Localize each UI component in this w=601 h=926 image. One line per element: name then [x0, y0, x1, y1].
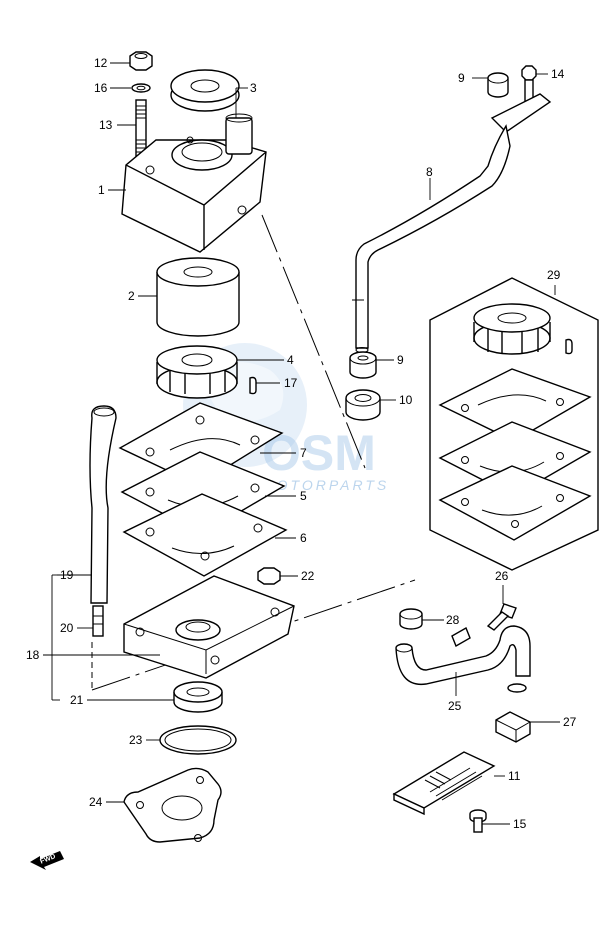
callout-7: 7	[300, 446, 307, 460]
callout-19: 19	[60, 568, 74, 582]
callout-14: 14	[551, 67, 565, 81]
part-grommet-9	[349, 351, 377, 379]
fwd-arrow-icon: FWD	[30, 851, 64, 870]
part-key-17	[249, 376, 257, 395]
callout-13: 13	[99, 118, 113, 132]
part-bushing-10	[345, 389, 381, 421]
callout-28: 28	[446, 613, 460, 627]
callout-23: 23	[129, 733, 143, 747]
callout-21: 21	[70, 693, 84, 707]
callout-16: 16	[94, 81, 108, 95]
part-seal-3	[170, 69, 240, 112]
part-screw-14	[521, 65, 537, 103]
part-gasket-24	[123, 767, 222, 843]
part-screw-15	[469, 809, 487, 833]
part-housing-18	[123, 575, 295, 679]
callout-3: 3	[250, 81, 257, 95]
part-pump-case-1	[121, 113, 267, 253]
part-pipe-8	[352, 93, 552, 353]
callout-24: 24	[89, 795, 103, 809]
part-nut-12	[129, 51, 153, 71]
part-strainer-11	[392, 751, 496, 816]
callout-8: 8	[426, 165, 433, 179]
callout-25: 25	[448, 699, 462, 713]
callout-1: 1	[98, 183, 105, 197]
callout-29: 29	[547, 268, 561, 282]
part-liner-2	[156, 257, 240, 337]
callout-6: 6	[300, 531, 307, 545]
callout-17: 17	[284, 376, 298, 390]
kit-impeller	[473, 303, 573, 355]
part-elbow-pipe-25	[395, 625, 531, 693]
kit-gasket-lower	[438, 465, 592, 541]
callout-9-top: 9	[458, 71, 465, 85]
callout-18: 18	[26, 648, 40, 662]
part-bolt-26	[486, 603, 517, 631]
callout-12: 12	[94, 56, 108, 70]
callout-15: 15	[513, 817, 527, 831]
part-o-ring-23	[159, 725, 237, 755]
leader-lines	[43, 62, 560, 825]
callout-26: 26	[495, 569, 509, 583]
part-seal-21	[173, 681, 223, 713]
watermark-tagline: MOTORPARTS	[262, 477, 389, 493]
part-kit-29	[429, 277, 599, 571]
callout-22: 22	[301, 569, 315, 583]
part-gasket-6	[122, 493, 288, 577]
callout-9-mid: 9	[397, 353, 404, 367]
part-grommet-27	[495, 711, 531, 743]
callout-11: 11	[508, 769, 521, 783]
part-washer-16	[131, 83, 151, 93]
part-plug-9	[487, 72, 509, 98]
callout-labels: 12 16 13 1 2 3 4 17 7 5 6 22 19 20 18 21…	[26, 56, 577, 831]
callout-2: 2	[128, 289, 135, 303]
part-nut-22	[257, 567, 281, 585]
callout-27: 27	[563, 715, 577, 729]
callout-20: 20	[60, 621, 74, 635]
part-water-tube-19	[89, 405, 117, 604]
callout-4: 4	[287, 353, 294, 367]
callout-5: 5	[300, 489, 307, 503]
part-impeller-4	[156, 345, 238, 399]
callout-10: 10	[399, 393, 413, 407]
part-grommet-28	[399, 608, 423, 630]
part-joint-20	[92, 605, 104, 637]
